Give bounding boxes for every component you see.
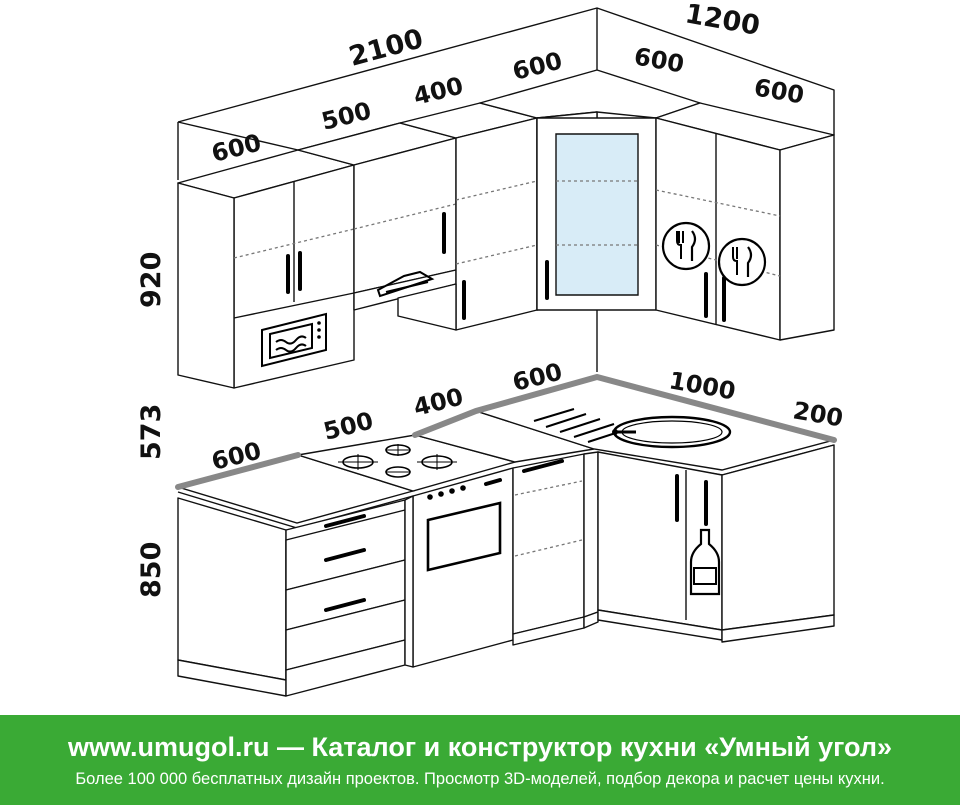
countertop xyxy=(175,373,837,529)
upper-cabinets xyxy=(177,69,835,389)
dim-upper-right-1: 600 xyxy=(632,42,686,78)
tableware-icon-2 xyxy=(717,237,767,287)
lower-cabinets xyxy=(177,444,835,697)
kitchen-drawing: 2100 1200 600 500 400 600 600 600 600 50… xyxy=(136,0,845,697)
footer-subtitle: Более 100 000 бесплатных дизайн проектов… xyxy=(75,770,885,788)
glass-door xyxy=(555,133,639,296)
upper-right-side xyxy=(779,134,835,341)
upper-cabinet-a-side xyxy=(177,182,235,389)
dim-lower-right-2: 200 xyxy=(791,396,845,432)
upper-corner-top xyxy=(479,69,701,119)
sink-icon xyxy=(533,408,732,449)
base-cabinet-400 xyxy=(512,453,585,635)
dim-height-upper: 920 xyxy=(136,252,167,308)
dim-height-lower: 850 xyxy=(136,542,167,598)
dim-height-gap: 573 xyxy=(136,404,167,460)
hob-icon xyxy=(338,444,457,478)
dim-upper-left-2: 500 xyxy=(319,97,374,136)
bottle-icon xyxy=(689,528,721,596)
microwave-icon xyxy=(261,312,327,368)
footer-banner: www.umugol.ru — Каталог и конструктор ку… xyxy=(0,715,960,805)
footer-title[interactable]: www.umugol.ru — Каталог и конструктор ку… xyxy=(68,732,892,762)
oven-icon xyxy=(426,478,502,572)
dim-upper-right-total: 1200 xyxy=(683,0,762,42)
upper-cabinet-b-front xyxy=(353,137,457,294)
dim-upper-left-3: 400 xyxy=(411,72,466,111)
dim-lower-left-2: 500 xyxy=(321,407,376,446)
dim-upper-left-4: 600 xyxy=(510,47,565,86)
tableware-icon xyxy=(661,221,711,271)
dim-upper-right-2: 600 xyxy=(752,73,806,109)
upper-cabinet-c-front xyxy=(455,117,538,331)
